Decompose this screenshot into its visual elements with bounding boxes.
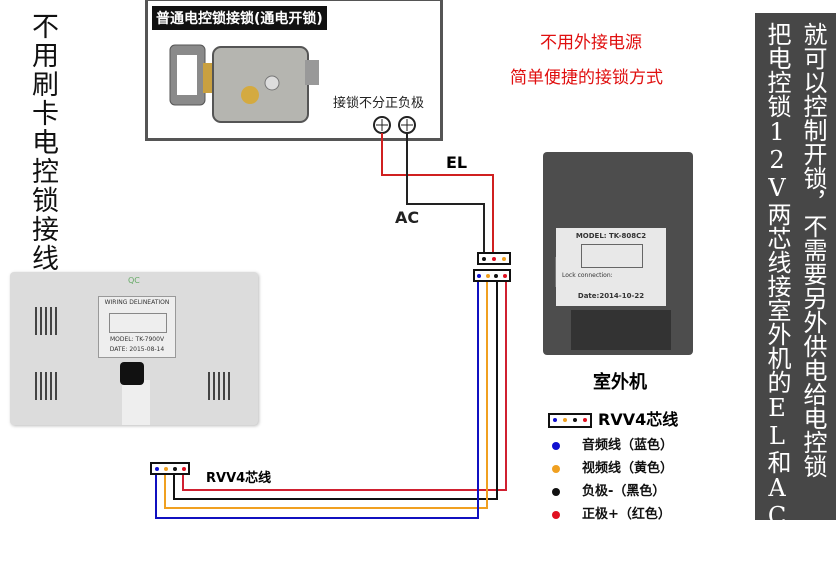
lock-polarity-note: 接锁不分正负极 bbox=[333, 96, 425, 111]
legend-item: 音频线（蓝色） bbox=[552, 438, 673, 454]
wire-blue bbox=[155, 282, 479, 519]
instruction-col-2: 就可以控制开锁，不需要另外供电给电控锁 bbox=[799, 22, 827, 478]
instruction-panel bbox=[755, 13, 836, 520]
ac-label: AC bbox=[395, 208, 420, 227]
vent bbox=[35, 307, 60, 335]
wire-el-red bbox=[381, 133, 494, 253]
color-dot bbox=[552, 511, 560, 519]
wire-black bbox=[173, 282, 498, 500]
bottom-area bbox=[571, 310, 671, 350]
wiring-schematic bbox=[109, 313, 167, 333]
color-dot bbox=[552, 488, 560, 496]
wire-orange bbox=[164, 282, 488, 509]
connector-3pin bbox=[477, 252, 511, 265]
lock-connection-text: Lock connection: bbox=[562, 272, 613, 279]
wire-red bbox=[182, 282, 507, 491]
legend-label: 音频线（蓝色） bbox=[582, 438, 674, 453]
indoor-model: MODEL: TK-7900V bbox=[109, 336, 165, 343]
legend-label: 负极-（黑色） bbox=[582, 484, 666, 499]
panel-title: WIRING DELINEATION bbox=[104, 299, 170, 306]
legend-item: 负极-（黑色） bbox=[552, 484, 673, 500]
vent bbox=[35, 372, 60, 400]
wiring-label: WIRING DELINEATION MODEL: TK-7900V DATE:… bbox=[98, 296, 176, 358]
indoor-date: DATE: 2015-08-14 bbox=[109, 346, 165, 353]
legend-label: 视频线（黄色） bbox=[582, 461, 674, 476]
wiring bbox=[155, 133, 507, 519]
electric-lock-image bbox=[169, 44, 319, 123]
outdoor-date: Date:2014-10-22 bbox=[577, 292, 645, 300]
instruction-col-1: 把电控锁12V两芯线接室外机的EL和AC端， bbox=[763, 22, 791, 578]
cable-label: RVV4芯线 bbox=[206, 471, 272, 486]
lock-terminals bbox=[373, 116, 416, 134]
terminal-schematic bbox=[581, 244, 643, 268]
el-label: EL bbox=[446, 153, 468, 172]
qc-logo: QC bbox=[128, 276, 140, 285]
legend-label: 正极+（红色） bbox=[582, 507, 671, 522]
diagram-title: 不用刷卡电控锁接线图 bbox=[27, 12, 58, 302]
outdoor-spec-label: MODEL: TK-808C2 Lock connection: Date:20… bbox=[556, 228, 666, 306]
wire-ac-black bbox=[406, 133, 485, 253]
lock-title: 普通电控锁接锁(通电开锁) bbox=[152, 6, 327, 30]
connector-4pin-outdoor bbox=[473, 269, 511, 282]
bracket bbox=[122, 380, 150, 425]
port bbox=[120, 362, 144, 385]
note-line-1: 不用外接电源 bbox=[540, 33, 642, 53]
color-dot bbox=[552, 442, 560, 450]
legend-cable-label: RVV4芯线 bbox=[598, 410, 679, 429]
legend-cable: RVV4芯线 bbox=[548, 410, 678, 430]
connector-4pin-indoor bbox=[150, 462, 190, 475]
outdoor-model: MODEL: TK-808C2 bbox=[575, 232, 647, 240]
outdoor-unit-label: 室外机 bbox=[593, 372, 647, 393]
note-line-2: 简单便捷的接锁方式 bbox=[510, 68, 663, 88]
indoor-monitor-image: QC WIRING DELINEATION MODEL: TK-7900V DA… bbox=[10, 272, 258, 425]
vent bbox=[208, 372, 233, 400]
color-dot bbox=[552, 465, 560, 473]
connector-icon bbox=[548, 412, 592, 428]
legend-item: 视频线（黄色） bbox=[552, 461, 673, 477]
legend: 音频线（蓝色） 视频线（黄色） 负极-（黑色） 正极+（红色） bbox=[552, 438, 673, 523]
legend-item: 正极+（红色） bbox=[552, 507, 673, 523]
